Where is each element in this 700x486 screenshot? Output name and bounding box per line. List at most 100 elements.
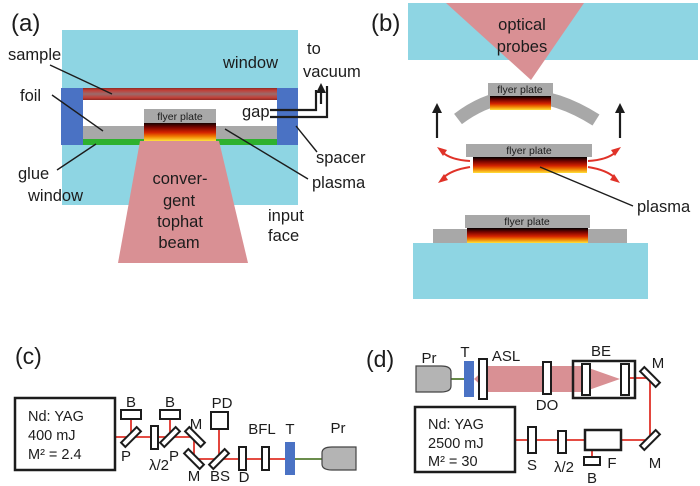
plasma-gradient	[473, 157, 587, 173]
probe-beam	[446, 3, 584, 80]
laser-energy: 2500 mJ	[428, 436, 484, 452]
plasma-label: plasma	[637, 198, 691, 216]
bottom-window	[413, 243, 648, 299]
plasma-arrowhead	[438, 174, 448, 183]
aspheric-lens-label: ASL	[492, 348, 520, 365]
expander-lens	[620, 363, 630, 396]
foil-left	[83, 126, 144, 139]
probe-label: Pr	[422, 350, 437, 367]
spacer-leader-line	[295, 125, 318, 153]
vacuum-tube-outer	[270, 86, 329, 119]
shutter	[527, 426, 537, 454]
to-vacuum-label: vacuum	[303, 63, 361, 81]
shutter-label: S	[527, 457, 537, 474]
vacuum-arrowhead	[316, 83, 326, 93]
mirror-label: M	[652, 355, 665, 372]
expander-lens	[581, 363, 591, 396]
target	[285, 442, 295, 475]
beam-expander-box	[571, 359, 637, 400]
plasma-arrowhead	[610, 174, 620, 183]
target-label: T	[460, 344, 469, 361]
plasma-gradient	[490, 96, 551, 110]
half-wave-plate	[557, 430, 567, 454]
beam-label: gent	[163, 192, 196, 210]
plasma-label: plasma	[312, 174, 366, 192]
mirror-label: M	[649, 455, 662, 472]
diffuser	[238, 446, 247, 471]
half-wave-label: λ/2	[554, 459, 574, 476]
half-wave-plate	[150, 425, 159, 450]
expanded-beam	[488, 366, 583, 392]
laser-name: Nd: YAG	[28, 409, 84, 425]
half-wave-label: λ/2	[149, 457, 169, 474]
panel-d: (d) Nd: YAG 2500 mJ M² = 30 Pr T ASL	[366, 343, 664, 486]
sample-label: sample	[8, 46, 61, 64]
plasma-leader-line	[224, 128, 309, 180]
laser-beam-quality: M² = 2.4	[28, 447, 82, 463]
up-arrowhead-right	[615, 103, 625, 113]
beam-dump-label: B	[165, 394, 175, 411]
flyer-plate-label: flyer plate	[497, 84, 543, 96]
window-bottom-label: window	[27, 187, 83, 205]
panel-b: (b) optical probes flyer plate flyer pla…	[371, 3, 698, 299]
best-form-lens	[261, 446, 270, 471]
laser-box	[413, 405, 517, 474]
mirror	[182, 447, 206, 471]
glue-left	[83, 139, 144, 145]
beam-label: tophat	[157, 213, 203, 231]
diffractive-optic-label: DO	[536, 397, 559, 414]
panel-a-tag: (a)	[11, 10, 40, 37]
mirror	[183, 425, 207, 449]
flyer-plate	[144, 109, 216, 123]
beam-splitter	[207, 447, 231, 471]
flyer-plate-label: flyer plate	[504, 216, 550, 228]
beam-splitter-label: BS	[210, 468, 230, 485]
flyer-plate-label: flyer plate	[157, 111, 203, 123]
to-vacuum-label: to	[307, 40, 321, 58]
foil-right	[216, 126, 277, 139]
laser-energy: 400 mJ	[28, 428, 76, 444]
panel-b-tag: (b)	[371, 10, 400, 37]
photodiode-label: PD	[212, 395, 233, 412]
gap-label: gap	[242, 103, 270, 121]
beam-dump	[120, 409, 142, 420]
glue-label: glue	[18, 165, 49, 183]
polarizer	[119, 425, 143, 449]
laser-box	[13, 396, 117, 472]
probe-label: Pr	[331, 420, 346, 437]
best-form-lens-label: BFL	[248, 421, 276, 438]
faraday-isolator	[583, 428, 623, 452]
foil-label: foil	[20, 87, 41, 105]
plasma-arrow	[587, 166, 616, 179]
flyer-plate-label: flyer plate	[506, 145, 552, 157]
laser-name: Nd: YAG	[428, 417, 484, 433]
glue-leader-line	[56, 143, 97, 171]
expander-beam	[583, 366, 620, 392]
optical-probes-label: optical	[498, 16, 546, 34]
diffuser-label: D	[239, 469, 250, 486]
foil-leader-line	[51, 94, 104, 132]
photodiode	[210, 411, 229, 430]
plasma-gradient	[144, 122, 216, 141]
panel-a: (a) flyer plate conver- gent tophat beam…	[8, 10, 366, 263]
panel-d-tag: (d)	[366, 346, 394, 372]
spacer-label: spacer	[316, 149, 366, 167]
plasma-gradient	[467, 228, 588, 243]
window-top-label: window	[222, 54, 278, 72]
flyer-plate	[488, 83, 553, 96]
probe-head	[415, 365, 452, 393]
plasma-arrow	[441, 151, 471, 162]
beam-dump	[583, 456, 601, 466]
polarizer-label: P	[121, 448, 131, 465]
sample-leader-line	[49, 64, 113, 95]
panel-c-tag: (c)	[15, 343, 42, 369]
sample-bar	[83, 88, 277, 100]
beam-dump-label: B	[126, 394, 136, 411]
plasma-arrowhead	[437, 147, 447, 156]
plasma-arrow	[442, 166, 471, 179]
up-arrowhead-left	[432, 103, 442, 113]
optical-probes-label: probes	[497, 38, 547, 56]
top-window	[62, 30, 298, 88]
aspheric-lens	[478, 358, 488, 400]
plasma-arrowhead	[611, 147, 621, 156]
